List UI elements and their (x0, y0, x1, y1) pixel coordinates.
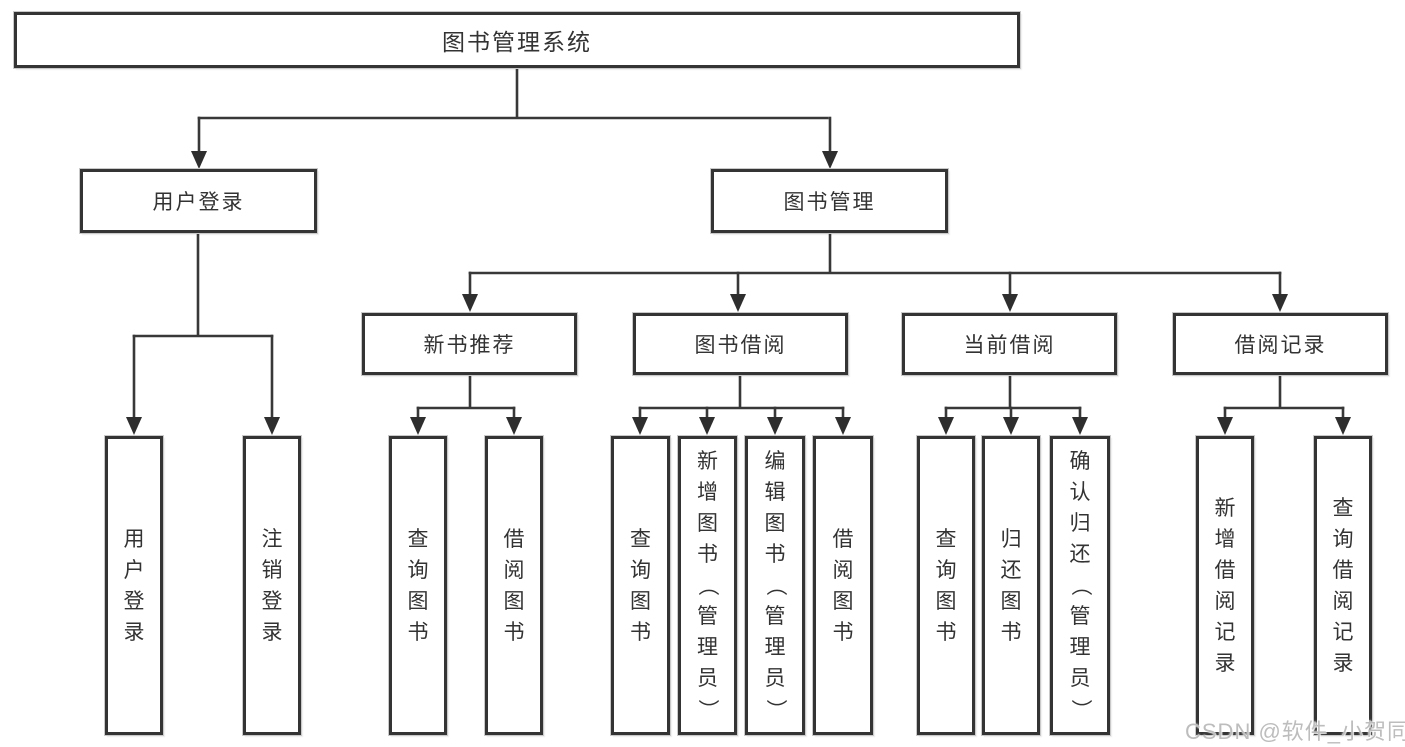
node-book-borrow: 图书借阅 (633, 313, 848, 375)
leaf-label: 查询借阅记录 (1332, 496, 1354, 675)
leaf-label: 用户登录 (123, 527, 145, 644)
node-label: 新书推荐 (423, 334, 516, 357)
leaf-label: 借阅图书 (832, 527, 854, 644)
node-label: 图书管理 (783, 191, 876, 214)
leaf-label: 查询图书 (407, 527, 429, 644)
leaf-query-books-current: 查询图书 (917, 436, 975, 735)
node-user-login: 用户登录 (80, 169, 317, 233)
node-label: 图书管理系统 (442, 29, 592, 55)
leaf-edit-book-admin: 编辑图书（管理员） (745, 436, 805, 735)
leaf-label: 确认归还（管理员） (1068, 450, 1092, 720)
node-system-root: 图书管理系统 (14, 12, 1020, 68)
leaf-confirm-return-admin: 确认归还（管理员） (1050, 436, 1110, 735)
leaf-label: 归还图书 (1000, 527, 1022, 644)
leaf-query-books-borrow: 查询图书 (611, 436, 670, 735)
csdn-watermark: CSDN @软件_小贺同学 (1185, 719, 1405, 744)
leaf-label: 新增图书（管理员） (696, 450, 719, 720)
node-label: 用户登录 (152, 191, 245, 214)
node-label: 借阅记录 (1234, 334, 1327, 357)
node-book-management: 图书管理 (711, 169, 948, 233)
node-current-borrow: 当前借阅 (902, 313, 1117, 375)
leaf-add-book-admin: 新增图书（管理员） (678, 436, 737, 735)
leaf-query-borrow-record: 查询借阅记录 (1314, 436, 1372, 735)
node-label: 当前借阅 (963, 334, 1056, 357)
leaf-add-borrow-record: 新增借阅记录 (1196, 436, 1254, 735)
leaf-query-books-recommend: 查询图书 (389, 436, 447, 735)
leaf-return-book: 归还图书 (982, 436, 1040, 735)
leaf-label: 查询图书 (630, 527, 651, 644)
leaf-label: 注销登录 (261, 527, 283, 644)
leaf-label: 编辑图书（管理员） (763, 450, 787, 720)
leaf-user-login: 用户登录 (105, 436, 163, 735)
leaf-logout: 注销登录 (243, 436, 301, 735)
leaf-borrow-books: 借阅图书 (813, 436, 873, 735)
leaf-label: 查询图书 (935, 527, 957, 644)
leaf-label: 借阅图书 (503, 527, 525, 644)
leaf-label: 新增借阅记录 (1214, 496, 1236, 675)
arrowheads (126, 151, 1351, 435)
leaf-borrow-books-recommend: 借阅图书 (485, 436, 543, 735)
node-new-book-recommend: 新书推荐 (362, 313, 577, 375)
node-borrow-records: 借阅记录 (1173, 313, 1388, 375)
node-label: 图书借阅 (694, 334, 787, 357)
